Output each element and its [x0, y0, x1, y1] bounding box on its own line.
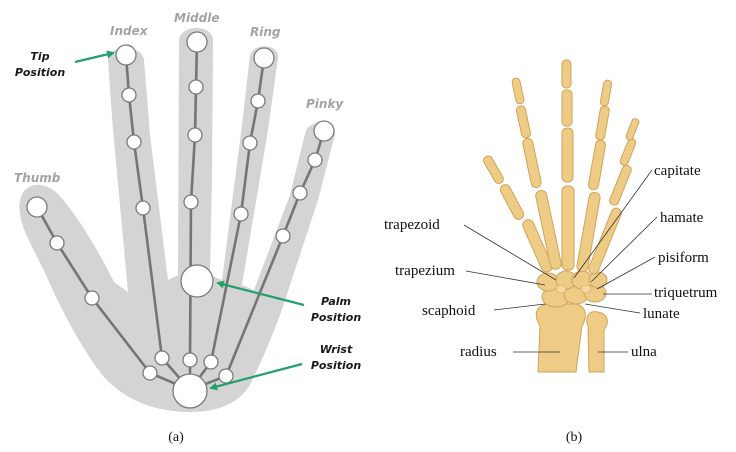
triquetrum-label: triquetrum — [654, 285, 718, 301]
index-joint — [122, 88, 136, 102]
middle-joint — [184, 195, 198, 209]
panel-b: capitate trapezoid hamate pisiform trape… — [384, 60, 718, 445]
middle-tip-joint — [187, 32, 207, 52]
wrist-label-line1: Wrist — [320, 343, 353, 356]
ring-base-joint — [204, 355, 218, 369]
thumb-label: Thumb — [14, 171, 61, 185]
caption-a: (a) — [168, 430, 184, 445]
panel-a: Thumb Index Middle Ring Pinky Tip Positi… — [14, 11, 361, 445]
caption-b: (b) — [566, 430, 583, 445]
hamate-label: hamate — [660, 210, 704, 226]
palm-position-joint — [181, 265, 213, 297]
middle-base-joint — [183, 353, 197, 367]
middle-joint — [189, 80, 203, 94]
ulna-label: ulna — [631, 344, 657, 360]
wrist-position-joint — [173, 374, 207, 408]
pinky-joint — [308, 153, 322, 167]
thumb-base-joint — [143, 366, 157, 380]
index-joint — [127, 135, 141, 149]
pinky-joint — [293, 186, 307, 200]
thumb-joint — [85, 291, 99, 305]
ring-joint — [243, 136, 257, 150]
ulna-bone — [587, 312, 608, 372]
tip-label-line1: Tip — [30, 50, 49, 63]
radius-label: radius — [460, 344, 497, 360]
pinky-base-joint — [219, 369, 233, 383]
hand-bones-illustration — [482, 60, 640, 372]
index-joint — [136, 201, 150, 215]
pinky-tip-joint — [314, 121, 334, 141]
palm-label-line2: Position — [311, 311, 362, 324]
radius-bone — [536, 304, 585, 372]
hand-silhouette — [19, 28, 335, 412]
scaphoid-label: scaphoid — [422, 303, 476, 319]
thumb-tip-joint — [27, 197, 47, 217]
palm-label-line1: Palm — [321, 295, 351, 308]
middle-label: Middle — [174, 11, 220, 25]
middle-finger-bones — [562, 60, 574, 270]
index-base-joint — [155, 351, 169, 365]
pinky-label: Pinky — [306, 97, 344, 111]
ring-tip-joint — [254, 48, 274, 68]
index-tip-joint — [116, 45, 136, 65]
wrist-label-line2: Position — [311, 359, 362, 372]
pinky-joint — [276, 229, 290, 243]
lunate-label: lunate — [643, 306, 680, 322]
pisiform-label: pisiform — [658, 250, 709, 266]
ring-joint — [251, 94, 265, 108]
ring-joint — [234, 207, 248, 221]
tip-arrow — [75, 53, 113, 62]
thumb-joint — [50, 236, 64, 250]
trapezoid-label: trapezoid — [384, 217, 440, 233]
tip-label-line2: Position — [15, 66, 66, 79]
trapezium-label: trapezium — [395, 263, 455, 279]
ring-label: Ring — [250, 25, 281, 39]
capitate-label: capitate — [654, 163, 701, 179]
index-label: Index — [110, 24, 149, 38]
middle-joint — [188, 128, 202, 142]
